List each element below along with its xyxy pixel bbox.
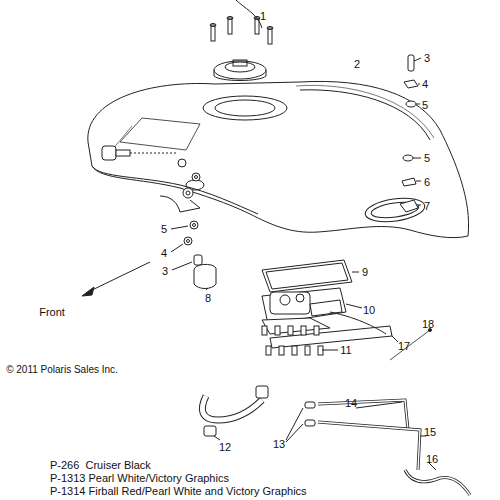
callout-number: 18: [422, 318, 434, 330]
callout-number: 8: [205, 292, 211, 304]
callout-number: 16: [426, 453, 438, 465]
copyright-note: © 2011 Polaris Sales Inc.: [6, 364, 118, 375]
callout-number: 12: [219, 441, 231, 453]
callout-number: 6: [424, 176, 430, 188]
direction-label: Front: [39, 306, 65, 318]
callout-number: 15: [424, 426, 436, 438]
callout-number: 17: [398, 340, 410, 352]
callout-number: 3: [162, 265, 168, 277]
callout-number: 2: [354, 58, 360, 70]
callout-number: 5: [422, 99, 428, 111]
color-code-note: P-1313 Pearl White/Victory Graphics: [50, 472, 229, 484]
color-code-note: P-266 Cruiser Black: [50, 459, 151, 471]
callout-number: 14: [345, 397, 357, 409]
callout-number: 4: [161, 247, 167, 259]
callout-number: 4: [422, 78, 428, 90]
color-code-note: P-1314 Firball Red/Pearl White and Victo…: [50, 485, 307, 497]
callout-number: 3: [424, 52, 430, 64]
callout-number: 5: [161, 223, 167, 235]
callout-number: 11: [340, 344, 351, 356]
callout-number: 5: [424, 152, 430, 164]
callout-number: 9: [362, 266, 368, 278]
callout-number: 10: [363, 304, 375, 316]
callout-number: 13: [273, 438, 285, 450]
callout-number: 7: [424, 200, 430, 212]
callout-number: 1: [260, 10, 266, 22]
